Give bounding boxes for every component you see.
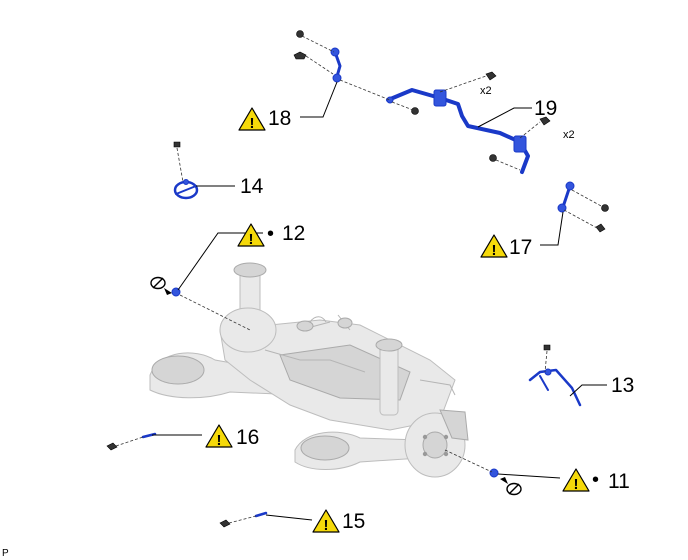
- callout-15: 15: [342, 510, 365, 533]
- non-reusable-part-icon: [150, 276, 172, 295]
- quantity-label: x2: [480, 85, 492, 97]
- installation-lines: [115, 35, 604, 524]
- bolt-icon: [539, 116, 551, 126]
- callout-11: 11: [608, 470, 630, 493]
- warning-triangle-icon: !: [312, 509, 340, 534]
- callout-13: 13: [611, 374, 634, 397]
- callout-16: 16: [236, 426, 259, 449]
- part-15-clip[interactable]: [254, 511, 268, 518]
- quantity-label: x2: [563, 129, 575, 141]
- warning-mark: !: [492, 242, 497, 259]
- fasteners: [106, 30, 609, 528]
- bolt-icon: [173, 141, 181, 148]
- bolt-icon: [106, 442, 118, 451]
- warning-triangle-icon: !: [237, 223, 265, 248]
- bolt-icon: [219, 519, 231, 528]
- nut-icon: [489, 154, 497, 162]
- warning-mark: !: [250, 115, 255, 132]
- figure-code: P: [2, 548, 9, 559]
- callout-17: 17: [509, 236, 532, 259]
- stabilizer-link-right[interactable]: [557, 181, 575, 213]
- callout-14: 14: [240, 175, 264, 198]
- warning-triangle-icon: !: [480, 234, 508, 259]
- warning-triangle-icon: !: [238, 107, 266, 132]
- nut-icon: [411, 107, 419, 115]
- nut-11[interactable]: [489, 468, 499, 478]
- callout-12: 12: [282, 222, 305, 245]
- warning-triangle-icon: !: [205, 424, 233, 449]
- warning-mark: !: [217, 432, 222, 449]
- warning-mark: !: [324, 517, 329, 534]
- bullet-11: •: [592, 469, 599, 491]
- bolt-icon: [485, 71, 497, 81]
- bolt-icon: [543, 344, 551, 351]
- callout-19: 19: [534, 97, 557, 120]
- callout-18: 18: [268, 107, 291, 130]
- warning-mark: !: [249, 231, 254, 248]
- bullet-12: •: [267, 223, 274, 245]
- nut-icon: [296, 30, 304, 38]
- nut-icon: [601, 204, 609, 212]
- non-reusable-part-icon: [500, 477, 522, 496]
- height-control-sensor-link[interactable]: [528, 368, 582, 407]
- height-sensor-bracket[interactable]: [173, 179, 199, 200]
- bolt-icon: [595, 223, 606, 233]
- stabilizer-link-left[interactable]: [330, 47, 342, 83]
- stabilizer-bar[interactable]: [386, 88, 530, 174]
- bolt-icon: [293, 51, 307, 60]
- warning-triangle-icon: !: [562, 468, 590, 493]
- warning-mark: !: [574, 476, 579, 493]
- rear-suspension-assembly: [149, 262, 469, 478]
